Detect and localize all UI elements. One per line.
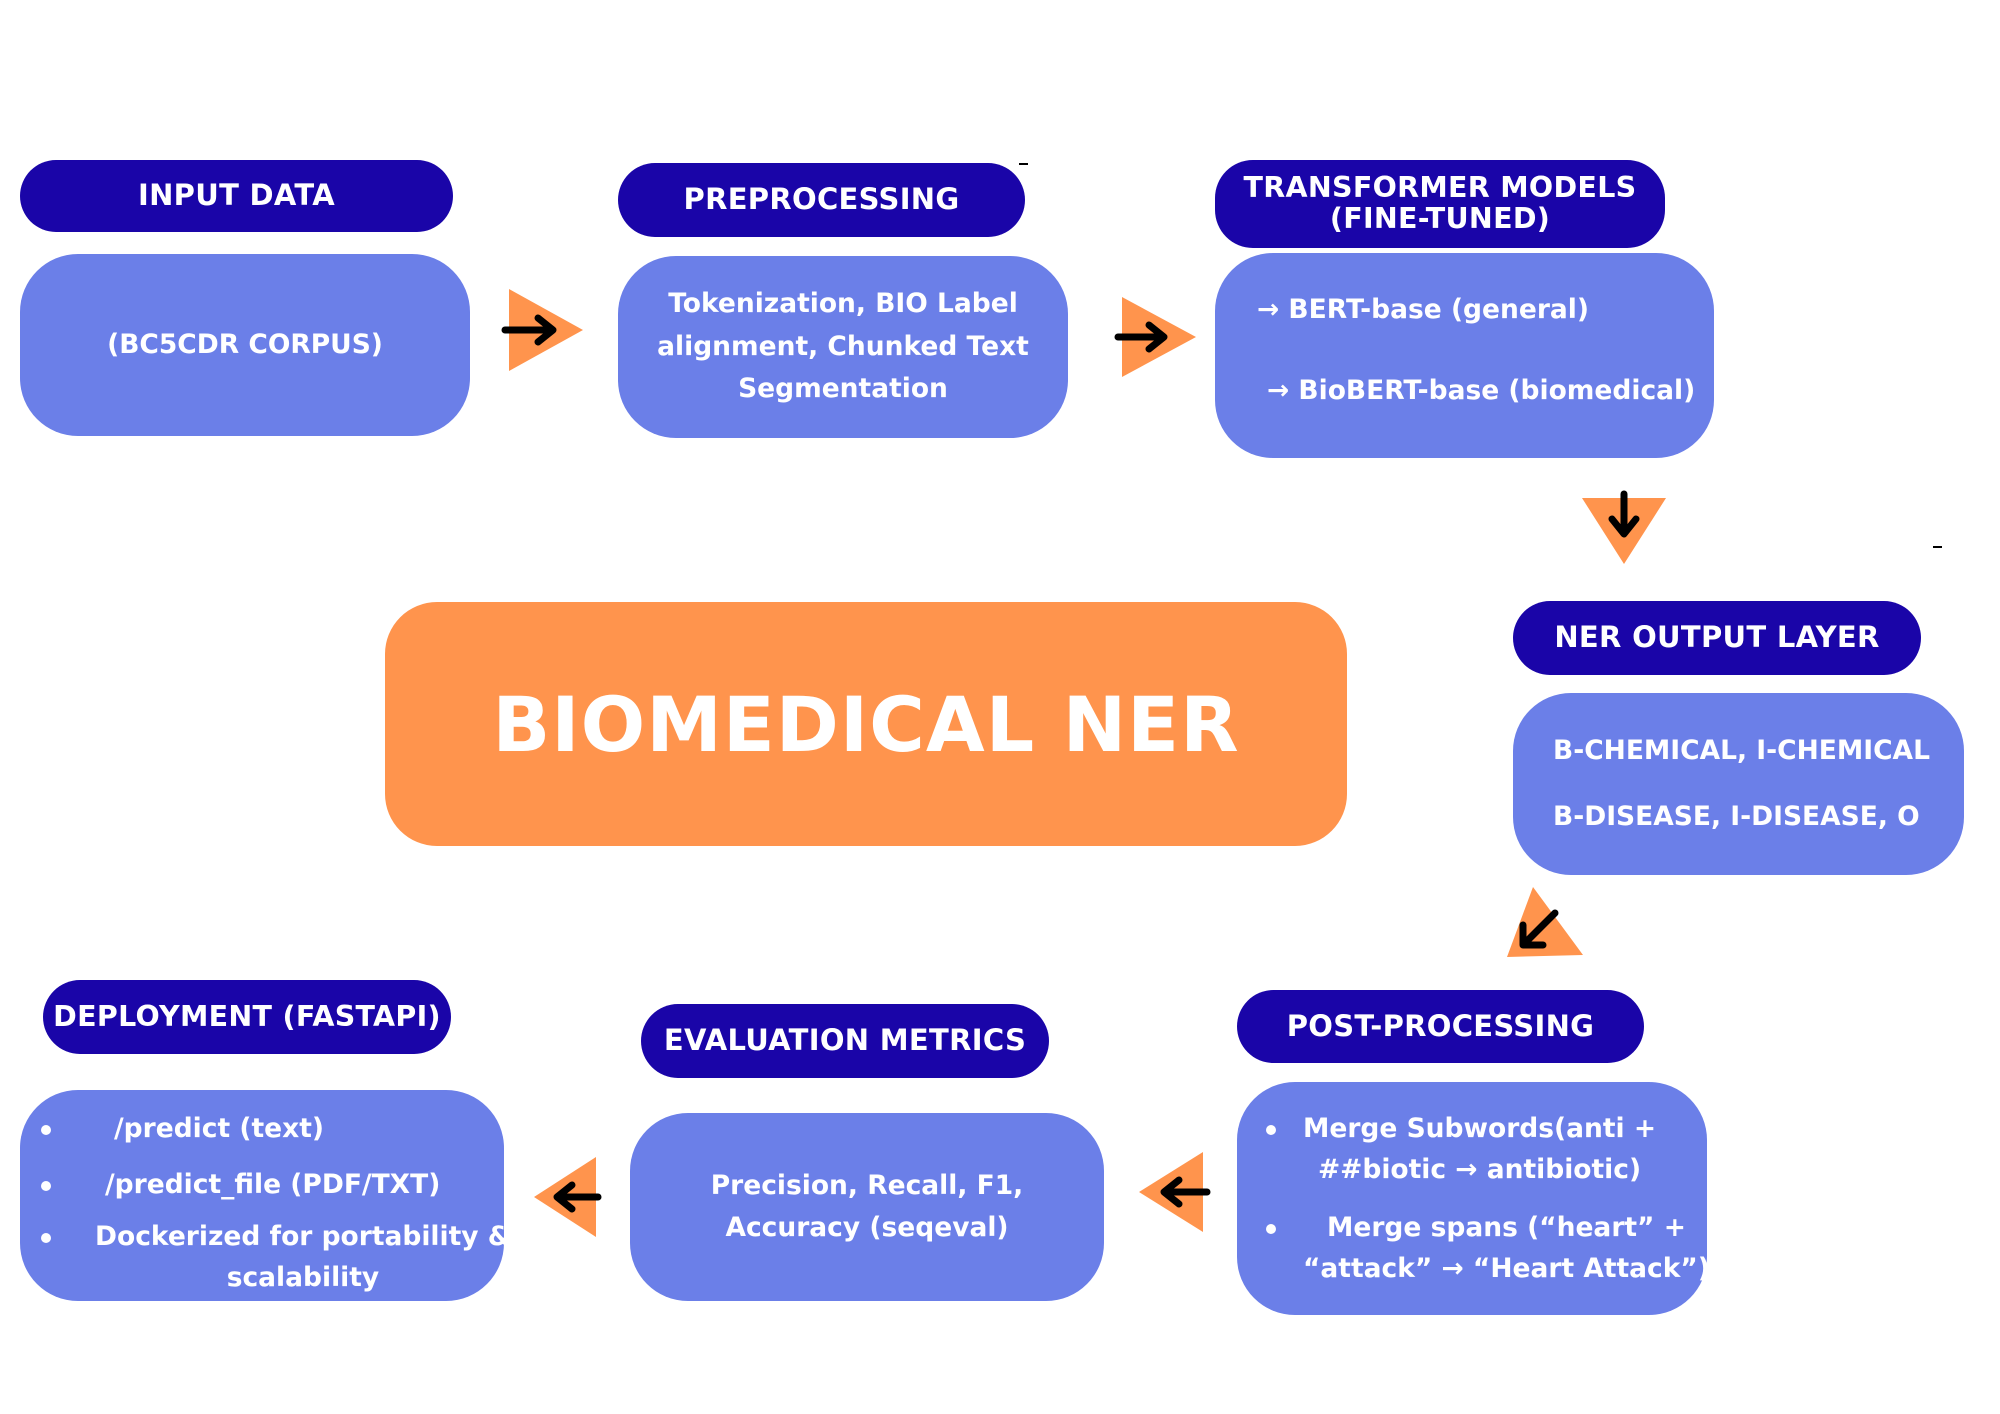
transformer-models-header-line-2: (FINE-TUNED)	[1329, 202, 1551, 235]
input-data-header: INPUT DATA	[20, 160, 453, 232]
bullet-dot	[41, 1181, 51, 1192]
ner-output-header: NER OUTPUT LAYER	[1513, 601, 1921, 675]
input-data-text: (BC5CDR CORPUS)	[107, 329, 383, 361]
deployment-predict-file: /predict_file (PDF/TXT)	[105, 1169, 441, 1201]
preprocessing-header: PREPROCESSING	[618, 163, 1025, 237]
bullet-dot	[41, 1125, 51, 1135]
ner-output-box: B-CHEMICAL, I-CHEMICAL B-DISEASE, I-DISE…	[1513, 693, 1964, 875]
biomedical-ner-core: BIOMEDICAL NER	[385, 602, 1347, 846]
ner-output-header-label: NER OUTPUT LAYER	[1554, 620, 1880, 655]
input-data-box: (BC5CDR CORPUS)	[20, 254, 470, 436]
postprocessing-header: POST-PROCESSING	[1237, 990, 1644, 1063]
stray-dash-mark	[1933, 546, 1942, 548]
postprocessing-bullet-1-line-2: ##biotic → antibiotic)	[1317, 1154, 1642, 1186]
deployment-bullet-1: /predict (text)	[41, 1108, 504, 1149]
postprocessing-bullet-2: Merge spans (“heart” + “attack” → “Heart…	[1266, 1207, 1710, 1289]
postprocessing-bullet-1-line-1: Merge Subwords(anti +	[1303, 1113, 1657, 1145]
biomedical-ner-title: BIOMEDICAL NER	[492, 679, 1240, 769]
bullet-dot	[41, 1232, 51, 1243]
arrow-right-icon	[1114, 297, 1196, 377]
ner-labels-chemical: B-CHEMICAL, I-CHEMICAL	[1553, 735, 1930, 766]
stray-dash-mark	[1019, 163, 1028, 165]
arrow-left-icon	[534, 1157, 602, 1237]
deployment-box: /predict (text) /predict_file (PDF/TXT) …	[20, 1090, 511, 1301]
postprocessing-bullet-2-line-1: Merge spans (“heart” +	[1327, 1211, 1686, 1243]
arrow-right-icon	[501, 289, 583, 371]
arrow-down-icon	[1582, 490, 1666, 564]
postprocessing-bullet-1: Merge Subwords(anti + ##biotic → antibio…	[1266, 1108, 1707, 1190]
model-biobert-base: → BioBERT-base (biomedical)	[1267, 374, 1696, 406]
postprocessing-box: Merge Subwords(anti + ##biotic → antibio…	[1237, 1082, 1710, 1315]
preprocessing-box: Tokenization, BIO Label alignment, Chunk…	[618, 256, 1068, 438]
arrow-left-icon	[1139, 1152, 1211, 1232]
deployment-docker-line-2: scalability	[226, 1261, 380, 1293]
preprocessing-header-label: PREPROCESSING	[683, 182, 960, 217]
transformer-models-header-line-1: TRANSFORMER MODELS	[1243, 171, 1637, 205]
arrow-down-left-icon	[1507, 887, 1583, 957]
postprocessing-header-label: POST-PROCESSING	[1286, 1008, 1595, 1043]
postprocessing-bullet-2-line-2: “attack” → “Heart Attack”)	[1303, 1252, 1710, 1284]
deployment-header: DEPLOYMENT (FASTAPI)	[43, 980, 451, 1054]
model-bert-base: → BERT-base (general)	[1257, 294, 1589, 325]
evaluation-line-1: Precision, Recall, F1,	[710, 1169, 1024, 1201]
deployment-header-label: DEPLOYMENT (FASTAPI)	[53, 1000, 441, 1034]
preprocessing-line-3: Segmentation	[738, 373, 948, 405]
bullet-dot	[1266, 1125, 1276, 1136]
transformer-models-box: → BERT-base (general) → BioBERT-base (bi…	[1215, 253, 1714, 458]
deployment-predict-text: /predict (text)	[114, 1113, 324, 1144]
evaluation-metrics-box: Precision, Recall, F1, Accuracy (seqeval…	[630, 1113, 1104, 1301]
evaluation-metrics-header-label: EVALUATION METRICS	[663, 1023, 1027, 1058]
deployment-bullet-2: /predict_file (PDF/TXT)	[41, 1164, 504, 1205]
deployment-docker-line-1: Dockerized for portability &	[95, 1220, 511, 1252]
evaluation-metrics-header: EVALUATION METRICS	[641, 1004, 1049, 1078]
deployment-bullet-3: Dockerized for portability & scalability	[41, 1216, 511, 1299]
preprocessing-line-2: alignment, Chunked Text	[657, 330, 1029, 362]
evaluation-line-2: Accuracy (seqeval)	[725, 1212, 1009, 1243]
input-data-header-label: INPUT DATA	[138, 178, 335, 213]
preprocessing-line-1: Tokenization, BIO Label	[668, 288, 1018, 320]
ner-labels-disease: B-DISEASE, I-DISEASE, O	[1553, 800, 1920, 832]
transformer-models-header: TRANSFORMER MODELS (FINE-TUNED)	[1215, 160, 1665, 248]
bullet-dot	[1266, 1223, 1276, 1234]
